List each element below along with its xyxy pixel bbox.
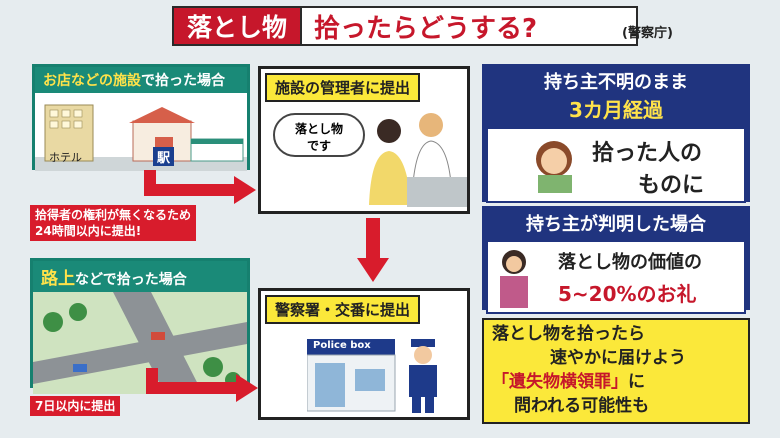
- known-result-box: 落とし物の価値の 5~20%のお礼: [486, 240, 746, 314]
- title-source: (警察庁): [622, 26, 673, 41]
- bubble-line1: 落とし物: [294, 122, 343, 136]
- title-main: 拾ったらどうする?: [302, 6, 638, 46]
- unknown-result-box: 拾った人の ものに: [486, 127, 746, 203]
- road-header: 路上などで拾った場合: [33, 261, 247, 292]
- bubble-line2: です: [306, 139, 331, 153]
- arrow-road-to-police: [146, 368, 258, 402]
- police-building-illustration: [307, 339, 396, 412]
- manager-title: 施設の管理者に提出: [265, 73, 421, 102]
- known-owner-panel: 持ち主が判明した場合 落とし物の価値の 5~20%のお礼: [482, 206, 750, 314]
- police-sign: Police box: [313, 340, 371, 351]
- note-24h-line2: 24時間以内に提出!: [35, 224, 142, 238]
- title-tag: 落とし物: [172, 6, 302, 46]
- facility-header-highlight: お店などの施設: [43, 73, 141, 89]
- warning-line1: 落とし物を拾ったら: [492, 324, 645, 344]
- station-label: 駅: [153, 147, 175, 166]
- facility-panel: お店などの施設で拾った場合 ホテル 駅: [32, 64, 250, 171]
- known-header: 持ち主が判明した場合: [526, 214, 706, 235]
- warning-line2: 速やかに届けよう: [550, 348, 686, 368]
- unknown-result-line1: 拾った人の: [592, 141, 703, 166]
- unknown-line1: 持ち主不明のまま: [544, 72, 688, 93]
- warning-line3-rest: に: [628, 372, 645, 392]
- police-title: 警察署・交番に提出: [265, 295, 421, 324]
- manager-box: 施設の管理者に提出 落とし物 です: [258, 66, 470, 214]
- road-header-highlight: 路上: [41, 269, 75, 289]
- hotel-label: ホテル: [49, 151, 82, 164]
- unknown-line2: 3カ月経過: [569, 98, 663, 122]
- facility-header: お店などの施設で拾った場合: [35, 67, 247, 93]
- police-box: 警察署・交番に提出 Police box: [258, 288, 470, 420]
- unknown-result-line2: ものに: [638, 173, 705, 198]
- known-line2: 5~20%のお礼: [558, 282, 697, 306]
- road-header-rest: などで拾った場合: [75, 272, 187, 288]
- owner-person-icon: [500, 250, 528, 308]
- speech-bubble: 落とし物 です: [273, 113, 365, 157]
- known-line1: 落とし物の価値の: [558, 252, 702, 273]
- road-illustration: [33, 292, 247, 394]
- note-24h: 拾得者の権利が無くなるため 24時間以内に提出!: [30, 205, 197, 241]
- warning-line4: 問われる可能性も: [514, 396, 650, 416]
- warning-panel: 落とし物を拾ったら 速やかに届けよう 「遺失物横領罪」に 問われる可能性も: [482, 318, 750, 424]
- road-panel: 路上などで拾った場合: [30, 258, 250, 394]
- police-officer-icon: [409, 339, 437, 413]
- people-illustration: [369, 113, 467, 207]
- warning-crime-name: 「遺失物横領罪」: [492, 372, 628, 392]
- facility-header-rest: で拾った場合: [141, 73, 225, 89]
- arrow-facility-to-manager: [144, 170, 256, 204]
- arrow-manager-to-police: [357, 218, 389, 282]
- note-7days: 7日以内に提出: [30, 396, 121, 416]
- note-24h-line1: 拾得者の権利が無くなるため: [35, 208, 192, 222]
- person-with-money-icon: [536, 141, 572, 193]
- unknown-owner-panel: 持ち主不明のまま 3カ月経過 拾った人の ものに: [482, 64, 750, 203]
